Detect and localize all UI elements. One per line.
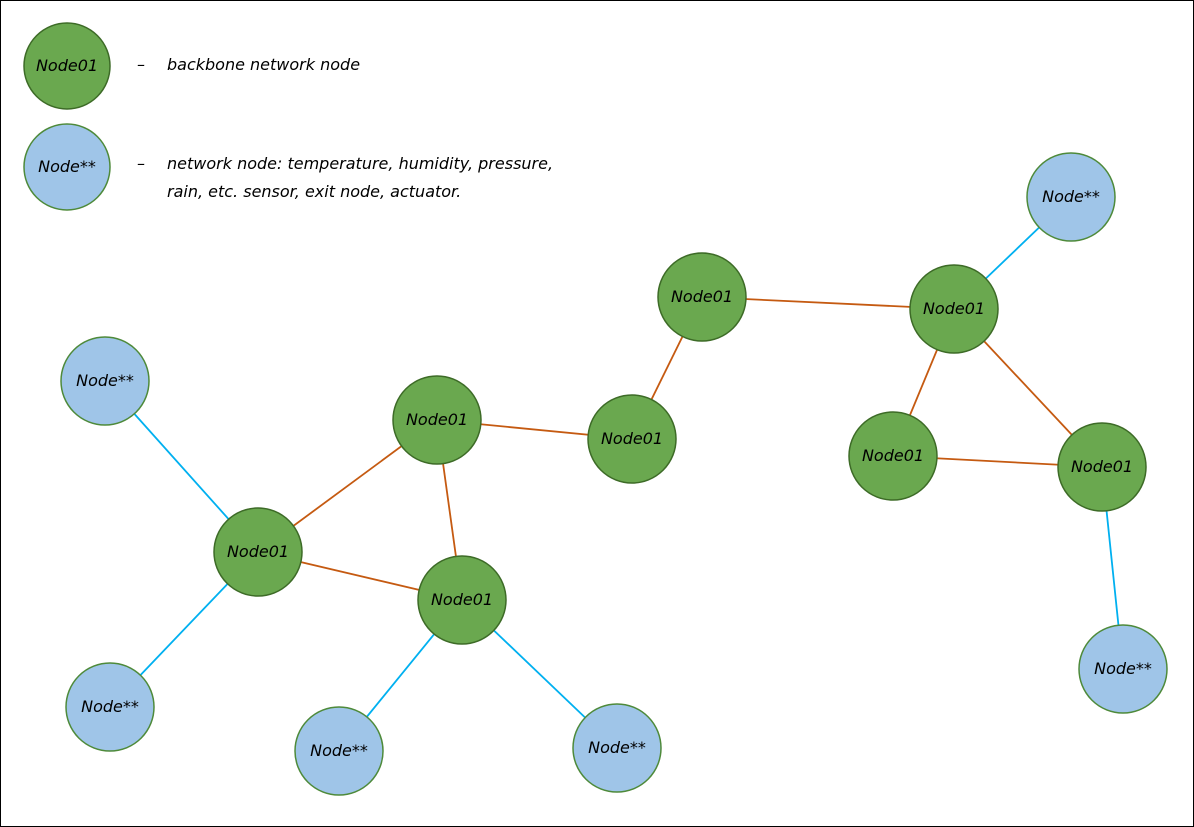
node-label: Node01: [601, 429, 663, 448]
sensor-node: Node**: [60, 336, 150, 426]
sensor-node-circle: [1078, 624, 1168, 714]
node-label: Node**: [588, 738, 646, 757]
backbone-node-circle: [213, 507, 303, 597]
sensor-node-circle: [294, 706, 384, 796]
legend-sensor: Node** – network node: temperature, humi…: [23, 123, 553, 211]
node-label: Node01: [923, 299, 985, 318]
backbone-node: Node01: [657, 252, 747, 342]
legend: Node01 – backbone network node Node** – …: [23, 22, 553, 211]
node-label: Node**: [1094, 659, 1152, 678]
sensor-node: Node**: [572, 703, 662, 793]
backbone-node: Node01: [587, 394, 677, 484]
sensor-node: Node**: [1026, 152, 1116, 242]
legend-sensor-description-line2: rain, etc. sensor, exit node, actuator.: [167, 182, 461, 201]
legend-sensor-description-line1: network node: temperature, humidity, pre…: [167, 154, 553, 173]
sensor-node: Node**: [294, 706, 384, 796]
node-label: Node**: [1042, 187, 1100, 206]
legend-sensor-circle: [23, 123, 111, 211]
legend-backbone-description: backbone network node: [167, 55, 360, 74]
node-label: Node**: [76, 371, 134, 390]
node-label: Node01: [431, 590, 493, 609]
sensor-node: Node**: [1078, 624, 1168, 714]
backbone-node: Node01: [417, 555, 507, 645]
node-label: Node01: [671, 287, 733, 306]
legend-sensor-dash: –: [137, 154, 145, 173]
backbone-node-circle: [909, 264, 999, 354]
node-label: Node01: [1071, 457, 1133, 476]
node-label: Node01: [227, 542, 289, 561]
backbone-node: Node01: [1057, 422, 1147, 512]
node-label: Node01: [406, 410, 468, 429]
sensor-node-circle: [60, 336, 150, 426]
legend-backbone-circle: [23, 22, 111, 110]
sensor-node-circle: [65, 662, 155, 752]
sensor-node-circle: [572, 703, 662, 793]
backbone-node-circle: [1057, 422, 1147, 512]
legend-backbone-dash: –: [137, 55, 145, 74]
legend-sensor-label: Node**: [38, 157, 96, 176]
node-label: Node**: [310, 741, 368, 760]
backbone-node-circle: [848, 411, 938, 501]
sensor-node: Node**: [65, 662, 155, 752]
backbone-node: Node01: [848, 411, 938, 501]
node-label: Node01: [862, 446, 924, 465]
sensor-node-circle: [1026, 152, 1116, 242]
node-label: Node**: [81, 697, 139, 716]
backbone-node: Node01: [392, 375, 482, 465]
backbone-node: Node01: [213, 507, 303, 597]
backbone-node-circle: [657, 252, 747, 342]
backbone-node-circle: [417, 555, 507, 645]
backbone-node-circle: [392, 375, 482, 465]
nodes-layer: Node01Node01Node01Node01Node01Node01Node…: [60, 152, 1168, 796]
legend-backbone-label: Node01: [36, 56, 98, 75]
backbone-node-circle: [587, 394, 677, 484]
backbone-node: Node01: [909, 264, 999, 354]
legend-backbone: Node01 – backbone network node: [23, 22, 360, 110]
